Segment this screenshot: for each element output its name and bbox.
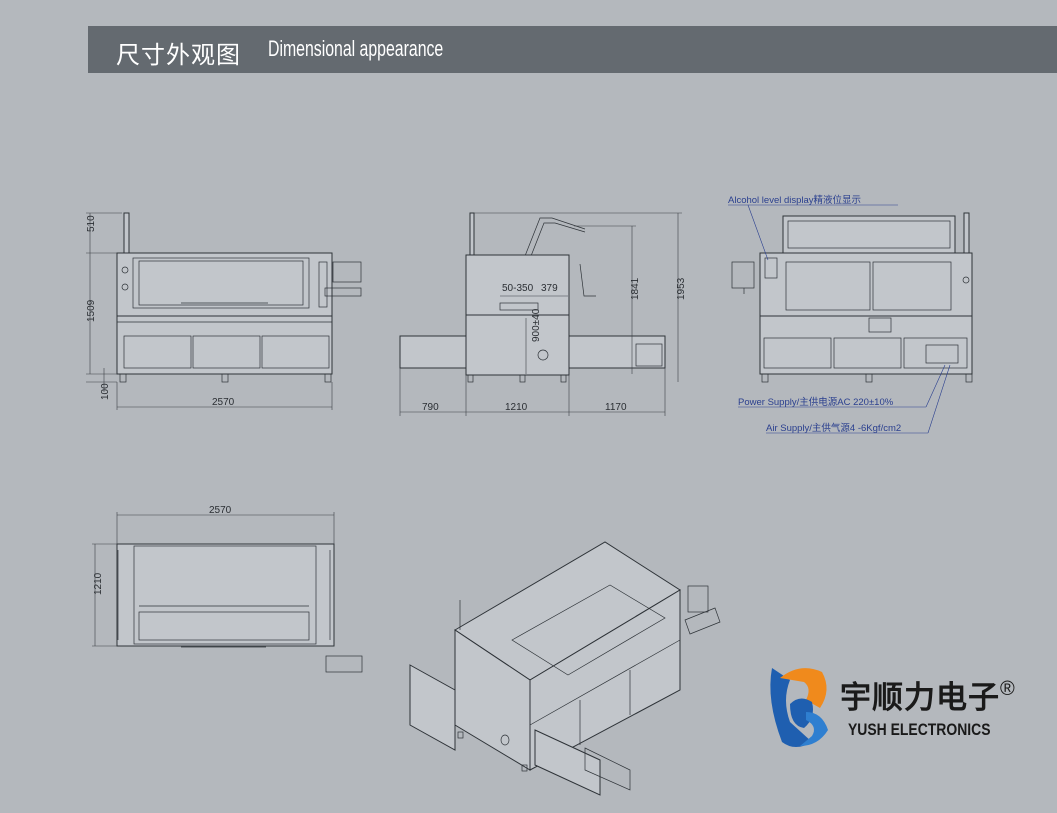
top-control-panel — [325, 655, 363, 673]
side-dim-left: 790 — [422, 402, 439, 413]
side-dim-1953: 1953 — [676, 277, 687, 300]
side-upper-body — [465, 254, 570, 316]
isometric-view — [409, 541, 721, 796]
front-keyboard-tray — [324, 287, 362, 297]
rear-signal-tower — [963, 212, 970, 254]
rear-view — [728, 204, 973, 434]
top-view — [92, 512, 363, 673]
side-signal-tower — [469, 212, 475, 256]
top-dim-width: 2570 — [209, 505, 232, 516]
front-upper-cabinet — [116, 252, 333, 317]
rear-level-display — [764, 257, 778, 279]
title-chinese: 尺寸外观图 — [116, 41, 241, 69]
side-dim-1841: 1841 — [630, 277, 641, 300]
brand-name-chinese: 宇顺力电子 — [840, 680, 1000, 716]
rear-top-window — [782, 215, 956, 254]
front-signal-tower — [123, 212, 130, 254]
front-monitor — [332, 261, 362, 283]
rear-note-alcohol: Alcohol level display精液位显示 — [728, 194, 861, 206]
side-dim-right: 1170 — [605, 402, 627, 413]
front-dim-height: 1509 — [86, 299, 97, 322]
side-dim-mid: 1210 — [505, 402, 528, 413]
side-port — [537, 349, 549, 361]
rear-utility-box — [903, 337, 968, 369]
iso-monitor — [687, 585, 709, 613]
brand-logo-mark — [770, 668, 828, 747]
rear-note-power: Power Supply/主供电源AC 220±10% — [738, 396, 894, 408]
rear-note-air: Air Supply/主供气源4 -6Kgf/cm2 — [766, 422, 901, 434]
side-left-conveyor — [399, 335, 467, 369]
side-dim-adjust: 50-350 — [502, 283, 534, 294]
side-lower-body — [465, 314, 570, 376]
front-dim-bottom: 100 — [100, 383, 111, 400]
brand-name-english: YUSH ELECTRONICS — [848, 720, 991, 739]
header-bar: 尺寸外观图 Dimensional appearance — [88, 26, 1057, 73]
side-dim-conveyor: 900±40 — [531, 308, 542, 342]
front-view — [86, 212, 362, 410]
top-dim-depth: 1210 — [93, 572, 104, 595]
front-window — [132, 257, 310, 309]
side-view — [399, 212, 682, 416]
front-lower-cabinet — [116, 315, 333, 375]
front-dim-top: 510 — [86, 215, 97, 232]
top-outline — [116, 543, 335, 647]
side-right-conveyor — [568, 335, 666, 369]
side-dim-379: 379 — [541, 283, 558, 294]
title-english: Dimensional appearance — [268, 36, 444, 61]
rear-upper-cabinet — [759, 252, 973, 317]
registered-mark: ® — [1000, 678, 1015, 700]
front-dim-width: 2570 — [212, 397, 235, 408]
rear-monitor — [731, 261, 755, 289]
front-window-inner — [138, 260, 304, 306]
